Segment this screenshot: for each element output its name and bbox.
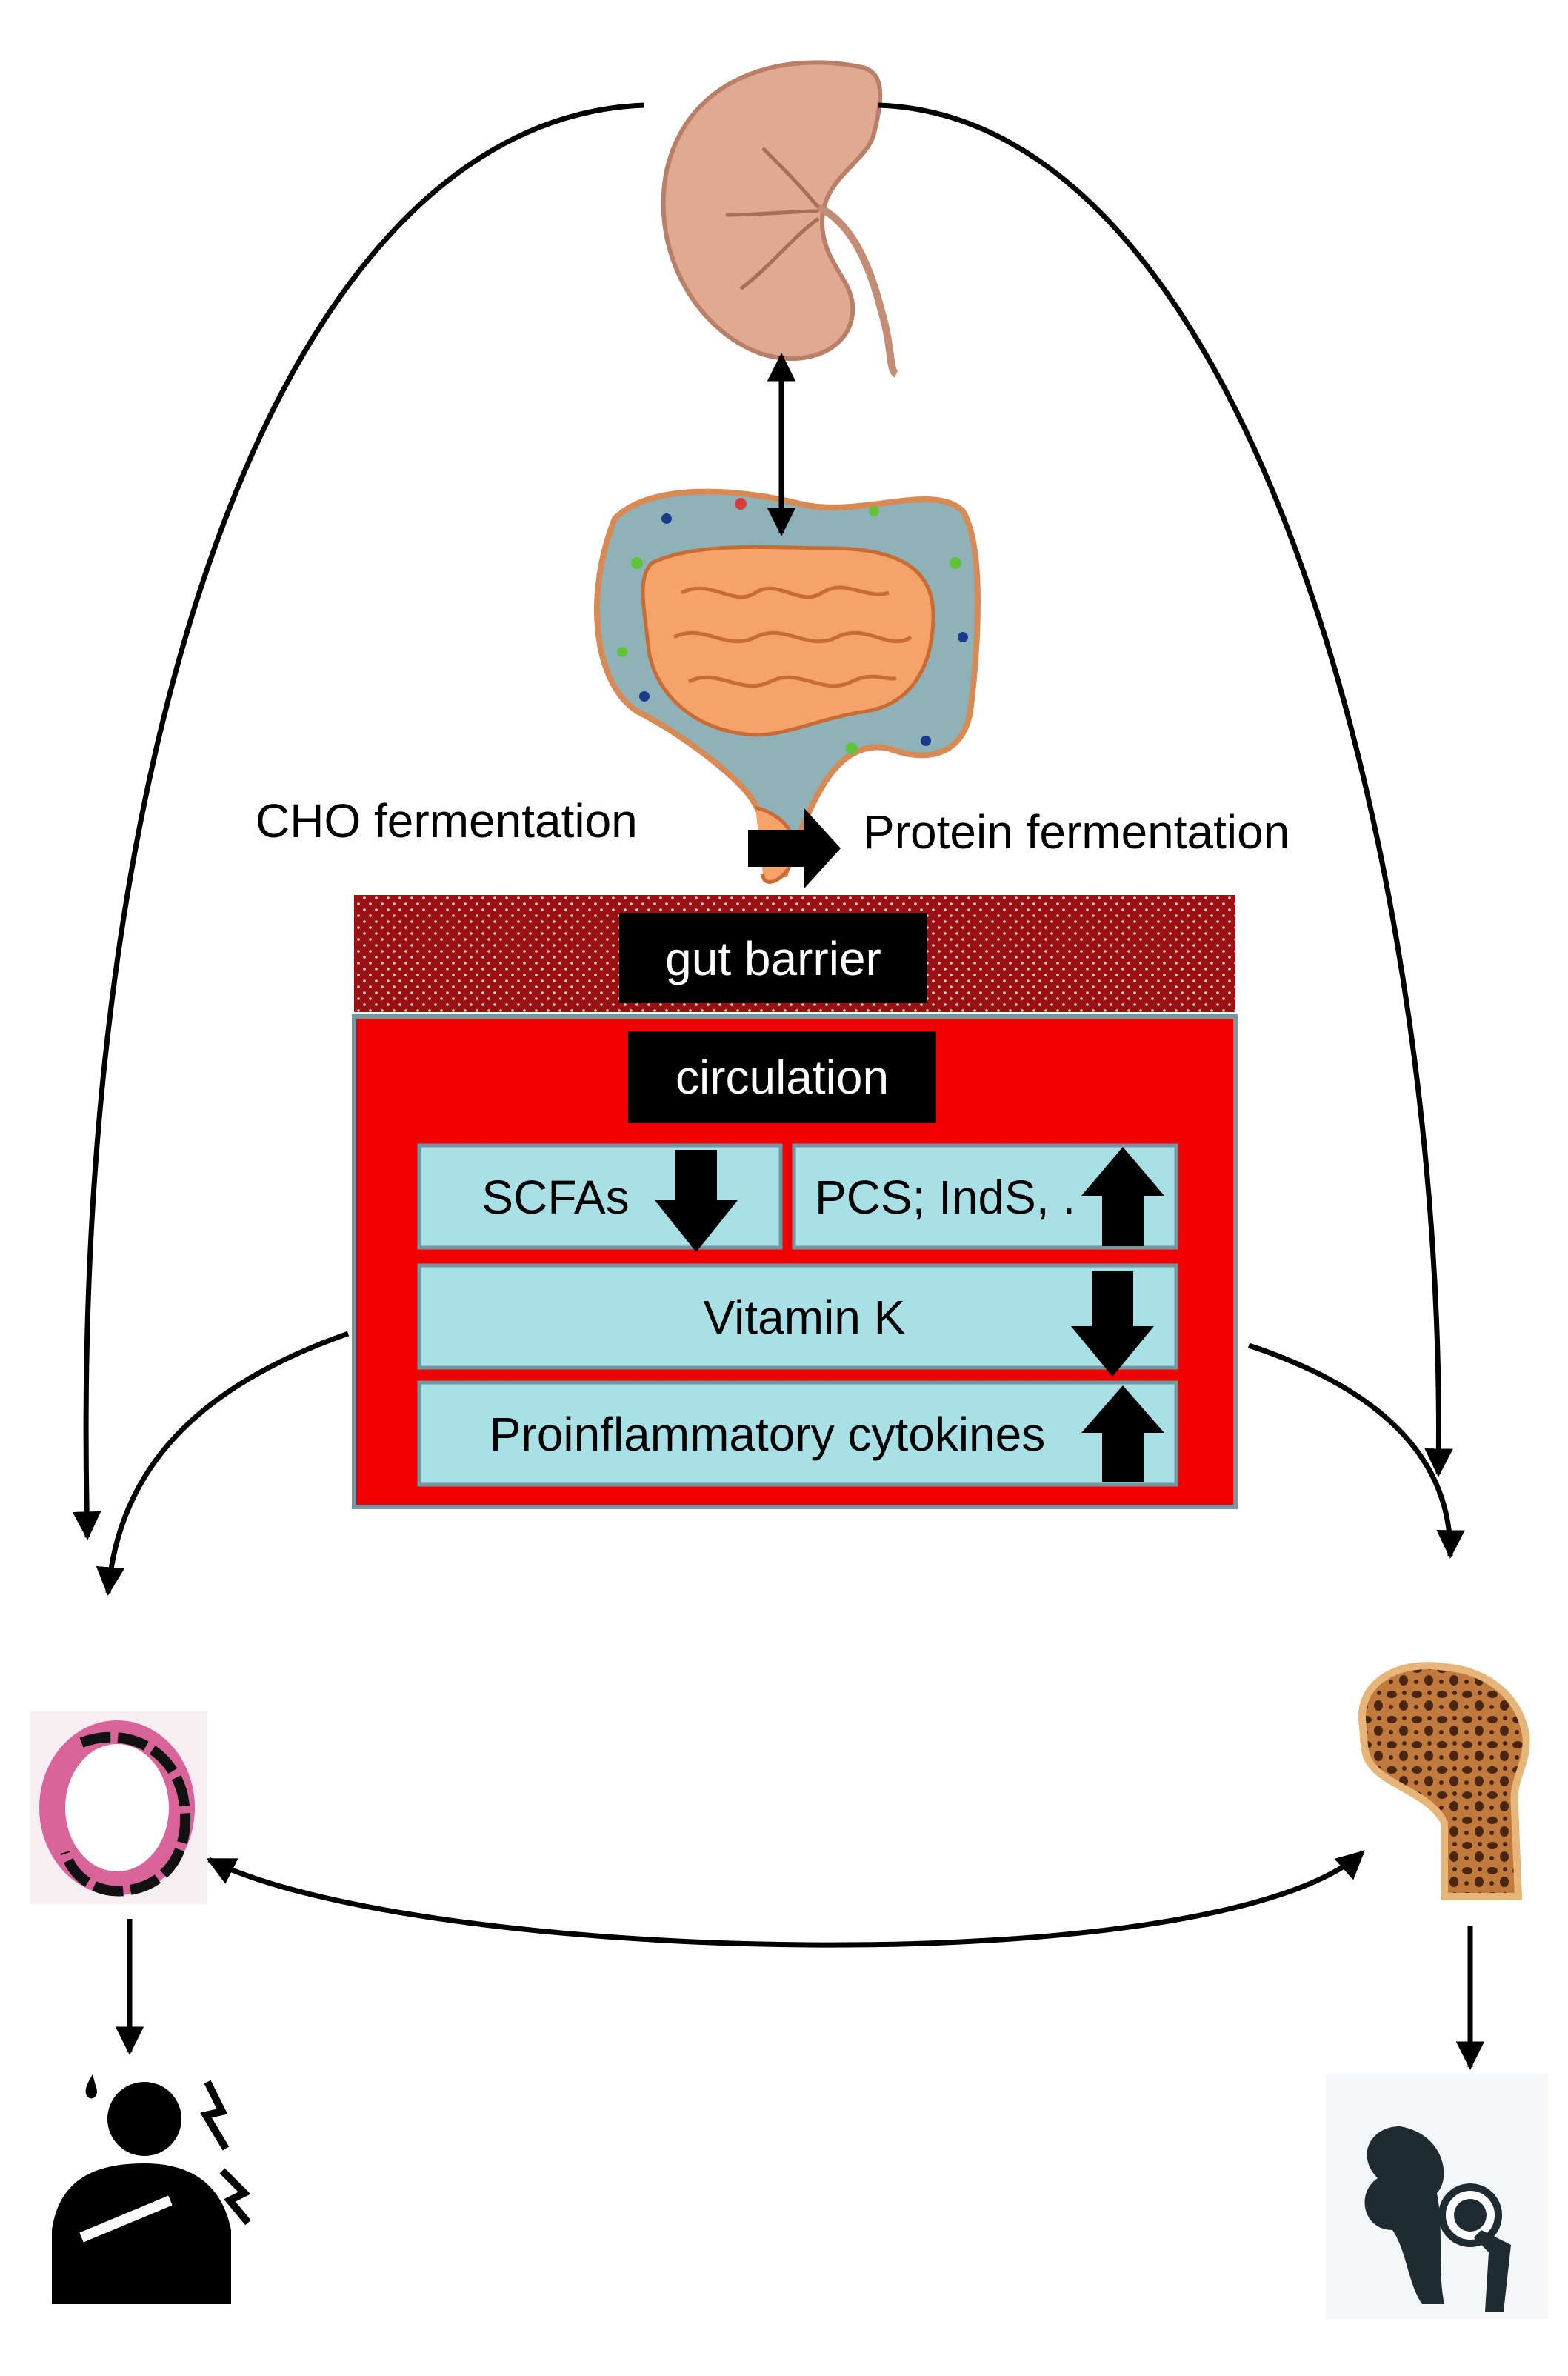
kidney-icon [661,60,899,378]
vitamin-k-box [417,1263,1178,1370]
circulation-to-artery-arrow [96,1331,350,1596]
cytokines-up-arrow [1081,1385,1164,1482]
hip-prosthesis-icon [1326,2074,1548,2319]
scfas-label: SCFAs [481,1171,629,1224]
vitamin-k-label: Vitamin K [704,1291,906,1344]
protein-fermentation-label: Protein fermentation [863,805,1290,859]
chest-pain-icon [52,2074,251,2304]
gut-barrier-label: gut barrier [665,932,881,985]
artery-icon [30,1711,207,1904]
pcs-inds-label: PCS; IndS, . [815,1171,1075,1224]
circulation-label-box [628,1031,936,1123]
cytokines-label: Proinflammatory cytokines [490,1408,1045,1461]
circulation-label: circulation [675,1051,889,1104]
vitamin-k-down-arrow [1071,1271,1154,1377]
kidney-to-artery-arrow [72,102,645,1540]
cho-fermentation-label: CHO fermentation [256,794,638,848]
fermentation-shift-arrow [748,808,841,889]
artery-bone-arrow [206,1850,1365,1948]
kidney-to-bone-arrow [878,102,1453,1477]
circulation-to-bone-arrow [1247,1342,1465,1559]
gut-barrier-label-box [619,913,927,1003]
bone-icon [1358,1662,1530,1900]
pcs-inds-up-arrow [1081,1147,1164,1246]
scfas-box [417,1143,783,1250]
scfas-down-arrow [655,1150,738,1252]
cytokines-box [417,1380,1178,1487]
